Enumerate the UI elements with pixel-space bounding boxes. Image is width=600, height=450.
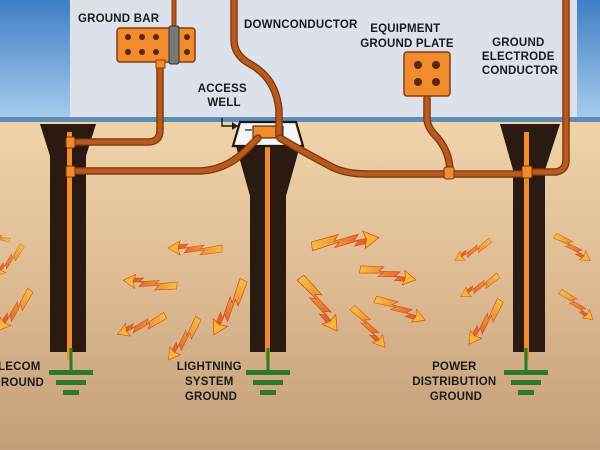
label-gec-line-3: CONDUCTOR [482,65,559,77]
lightning-well [236,145,300,360]
conductors [70,0,570,178]
rod-clamps [65,136,533,180]
label-telecom-ground-line-1: ELECOM [0,361,41,373]
sky [0,0,70,120]
label-lightning-line-1: LIGHTNING [177,361,242,373]
label-power-line-1: POWER [432,361,477,373]
label-power-distribution-ground: POWER DISTRIBUTION GROUND [412,361,500,403]
label-access-well-line-1: ACCESS [198,83,247,95]
ground-plate-icon [403,51,451,97]
power-well [500,124,560,360]
label-telecom-ground: ELECOM ROUND [0,361,44,389]
ground-surface-line [0,117,600,122]
label-downconductor: DOWNCONDUCTOR [244,19,358,31]
label-ground-electrode-conductor: GROUND ELECTRODE CONDUCTOR [482,37,559,77]
label-power-line-2: DISTRIBUTION [412,376,496,388]
label-lightning-line-3: GROUND [185,391,237,403]
label-power-line-3: GROUND [430,391,482,403]
label-gec-line-1: GROUND [492,37,544,49]
label-lightning-line-2: SYSTEM [185,376,234,388]
telecom-well [40,124,96,360]
label-lightning-system-ground: LIGHTNING SYSTEM GROUND [177,361,245,403]
label-equipment-ground-plate-line-2: GROUND PLATE [360,38,454,50]
access-well-leader-arrow [232,122,238,130]
label-access-well: ACCESS WELL [198,83,251,109]
label-equipment-ground-plate-line-1: EQUIPMENT [370,23,440,35]
sky-right [577,0,600,120]
label-telecom-ground-line-2: ROUND [1,377,44,389]
label-gec-line-2: ELECTRODE [482,51,555,63]
ground-bar-icon [116,25,196,69]
label-access-well-line-2: WELL [207,97,240,109]
label-ground-bar: GROUND BAR [78,13,160,25]
label-equipment-ground-plate: EQUIPMENT GROUND PLATE [360,23,454,50]
